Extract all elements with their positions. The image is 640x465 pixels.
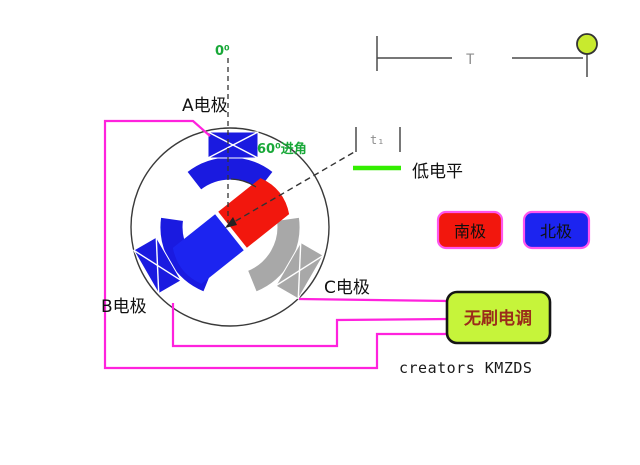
zero-angle-label: 0⁰ <box>215 44 230 59</box>
stator-pole-a <box>186 131 274 191</box>
pole-a-coil-cross <box>207 131 259 159</box>
t1-label: t₁ <box>370 133 384 147</box>
period-label: T <box>466 52 475 68</box>
low-level-label: 低电平 <box>412 162 463 182</box>
stator-pole-c <box>246 216 324 300</box>
angle-arc <box>230 178 257 188</box>
pole-legend: 南极 北极 <box>436 210 591 250</box>
electrode-c-label: C电极 <box>324 278 370 298</box>
rotor-north-half <box>172 214 244 284</box>
rotor-south-half <box>218 178 290 248</box>
pole-b-coil-cross <box>133 249 182 282</box>
advance-angle-arrowhead <box>225 217 237 228</box>
south-pole-swatch <box>436 210 504 250</box>
rotor-magnet <box>172 178 290 284</box>
south-pole-label: 南极 <box>454 222 486 241</box>
phase-c-wire <box>298 297 450 303</box>
advance-angle-label: 60⁰进角 <box>257 141 307 157</box>
phase-a-wire <box>103 119 449 370</box>
north-pole-swatch <box>522 210 591 250</box>
pole-c-shoe <box>246 216 301 293</box>
pole-c-coil-cross <box>297 242 302 299</box>
esc-label: 无刷电调 <box>463 308 532 329</box>
t1-pulse-measure: t₁ 低电平 <box>353 127 463 182</box>
electrode-b-label: B电极 <box>101 297 147 317</box>
phase-b-wire <box>171 303 450 348</box>
period-measure: T <box>376 33 598 77</box>
electrode-a-label: A电极 <box>182 96 228 116</box>
esc-rect <box>445 290 552 345</box>
pole-a-shoe <box>186 156 274 191</box>
north-pole-label: 北极 <box>540 222 572 241</box>
advance-angle-axis <box>226 150 357 227</box>
rotation-marker-dot <box>576 33 598 55</box>
esc-box: 无刷电调 <box>445 290 552 345</box>
credit-text: creators KMZDS <box>399 359 532 377</box>
